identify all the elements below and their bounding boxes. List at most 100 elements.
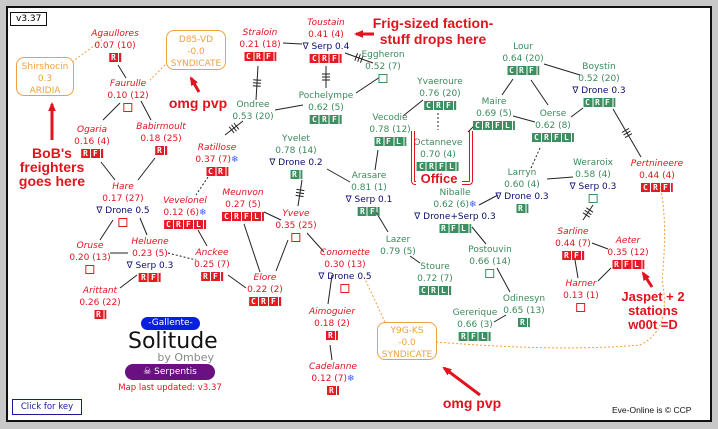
system-security-line: 0.69 (5) — [473, 108, 515, 120]
npc-text: Drone 0.5 — [327, 272, 372, 282]
system-security-line: 0.35 (25) — [275, 220, 316, 232]
system-security: 0.58 (4) — [575, 170, 611, 180]
station-service-icons: R — [515, 204, 529, 213]
system-security-line: 0.64 (20) — [502, 53, 543, 65]
system-security: 0.78 (12) — [369, 125, 411, 135]
station-services: CRF — [502, 66, 543, 76]
station-service-icons: CRFL — [221, 212, 265, 221]
external-sec: -0.0 — [187, 47, 205, 57]
version-label: v3.37 — [10, 12, 48, 26]
system-security: 0.13 (1) — [563, 291, 599, 301]
station-service-icons: CRF — [582, 98, 616, 107]
system-security-line: 0.21 (18) — [239, 39, 280, 51]
system-security: 0.41 (4) — [308, 30, 344, 40]
system-name: Faurulle — [109, 79, 147, 89]
npc-presence: ∇ Drone+Serp 0.3 — [414, 211, 495, 223]
npc-icon: ∇ — [569, 182, 576, 192]
map-author: by Ombey — [157, 351, 214, 364]
external-region: SYNDICATE — [381, 350, 433, 360]
system-security: 0.62 (5) — [308, 103, 344, 113]
system-security: 0.65 (13) — [503, 306, 545, 316]
station-services: R — [309, 386, 357, 396]
external-system-shirshocin[interactable]: Shirshocin 0.3 ARIDIA — [16, 57, 74, 96]
system-security-line: 0.53 (20) — [232, 111, 273, 123]
system-security: 0.79 (5) — [380, 247, 416, 257]
station-service-icons: CRL — [418, 286, 452, 295]
npc-text: Drone 0.3 — [504, 192, 549, 202]
system-name: Octanneve — [413, 138, 463, 148]
station-services: R — [309, 331, 355, 341]
no-station-icon — [340, 284, 350, 293]
ice-belt-icon: ❄ — [231, 155, 239, 165]
npc-presence: ∇ Drone 0.3 — [495, 191, 548, 203]
system-security: 0.25 (7) — [194, 260, 230, 270]
no-station-icon — [85, 265, 95, 274]
station-service-icons: RF — [200, 272, 224, 281]
system-security-line: 0.22 (2) — [247, 284, 283, 296]
external-system-y9g-ks[interactable]: Y9G-KS -0.0 SYNDICATE — [377, 322, 437, 360]
station-service-icons: RFL — [458, 332, 492, 341]
external-region: ARIDIA — [29, 86, 61, 96]
external-system-d85-vd[interactable]: D85-VD -0.0 SYNDICATE — [166, 30, 226, 70]
station-services: CRF — [303, 54, 350, 64]
system-security: 0.27 (5) — [225, 200, 261, 210]
system-security-line: 0.62 (5) — [299, 102, 354, 114]
station-services: CRFL — [414, 162, 463, 172]
key-button[interactable]: Click for key — [12, 399, 82, 415]
system-name: Stoure — [420, 262, 450, 272]
system-security: 0.62 (8) — [535, 121, 571, 131]
system-security: 0.26 (22) — [79, 298, 121, 308]
system-name: Vevelonel — [163, 196, 207, 206]
system-security-line: 0.25 (7) — [194, 259, 230, 271]
station-service-icons: CRF — [248, 297, 282, 306]
station-services: R — [79, 310, 120, 320]
npc-icon: ∇ — [96, 206, 103, 216]
ice-belt-icon: ❄ — [199, 208, 207, 218]
station-services: RFL — [369, 137, 410, 147]
system-name: Aimoguier — [308, 307, 356, 317]
